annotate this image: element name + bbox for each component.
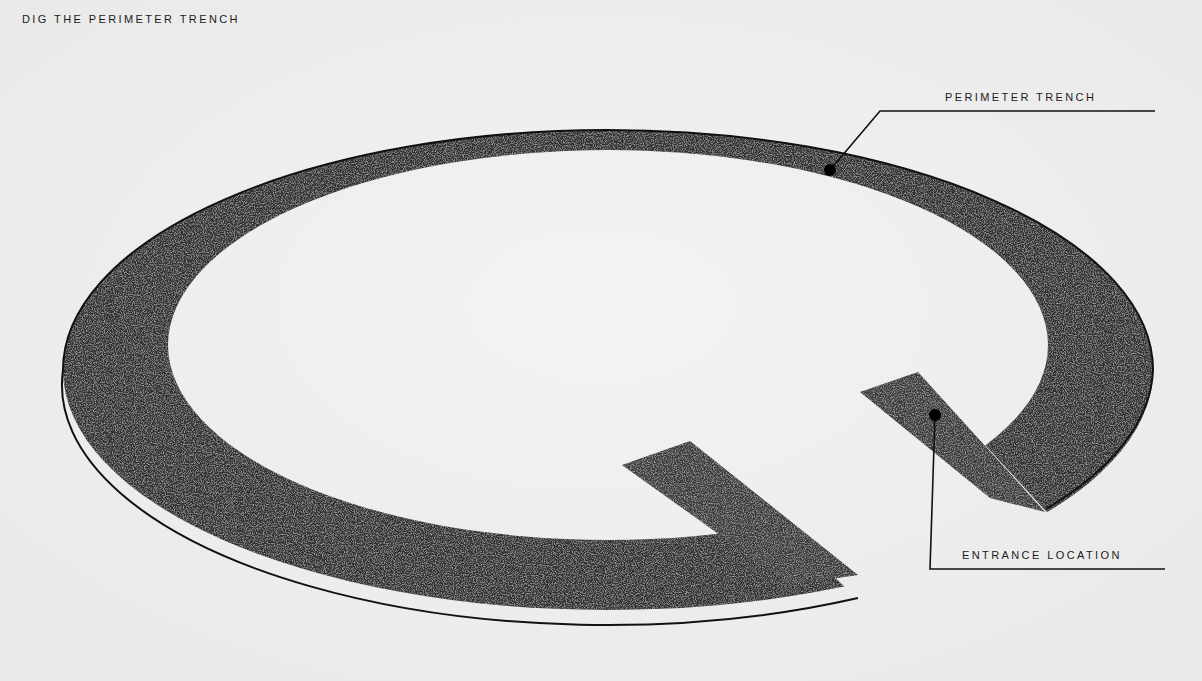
leader-line xyxy=(824,111,1155,176)
trench-edge xyxy=(62,130,1153,625)
trench-ring xyxy=(63,130,1153,610)
leader-line xyxy=(929,409,1165,569)
callout-label: ENTRANCE LOCATION xyxy=(962,548,1122,562)
callout-label: PERIMETER TRENCH xyxy=(945,90,1096,104)
diagram-title: DIG THE PERIMETER TRENCH xyxy=(22,12,240,26)
